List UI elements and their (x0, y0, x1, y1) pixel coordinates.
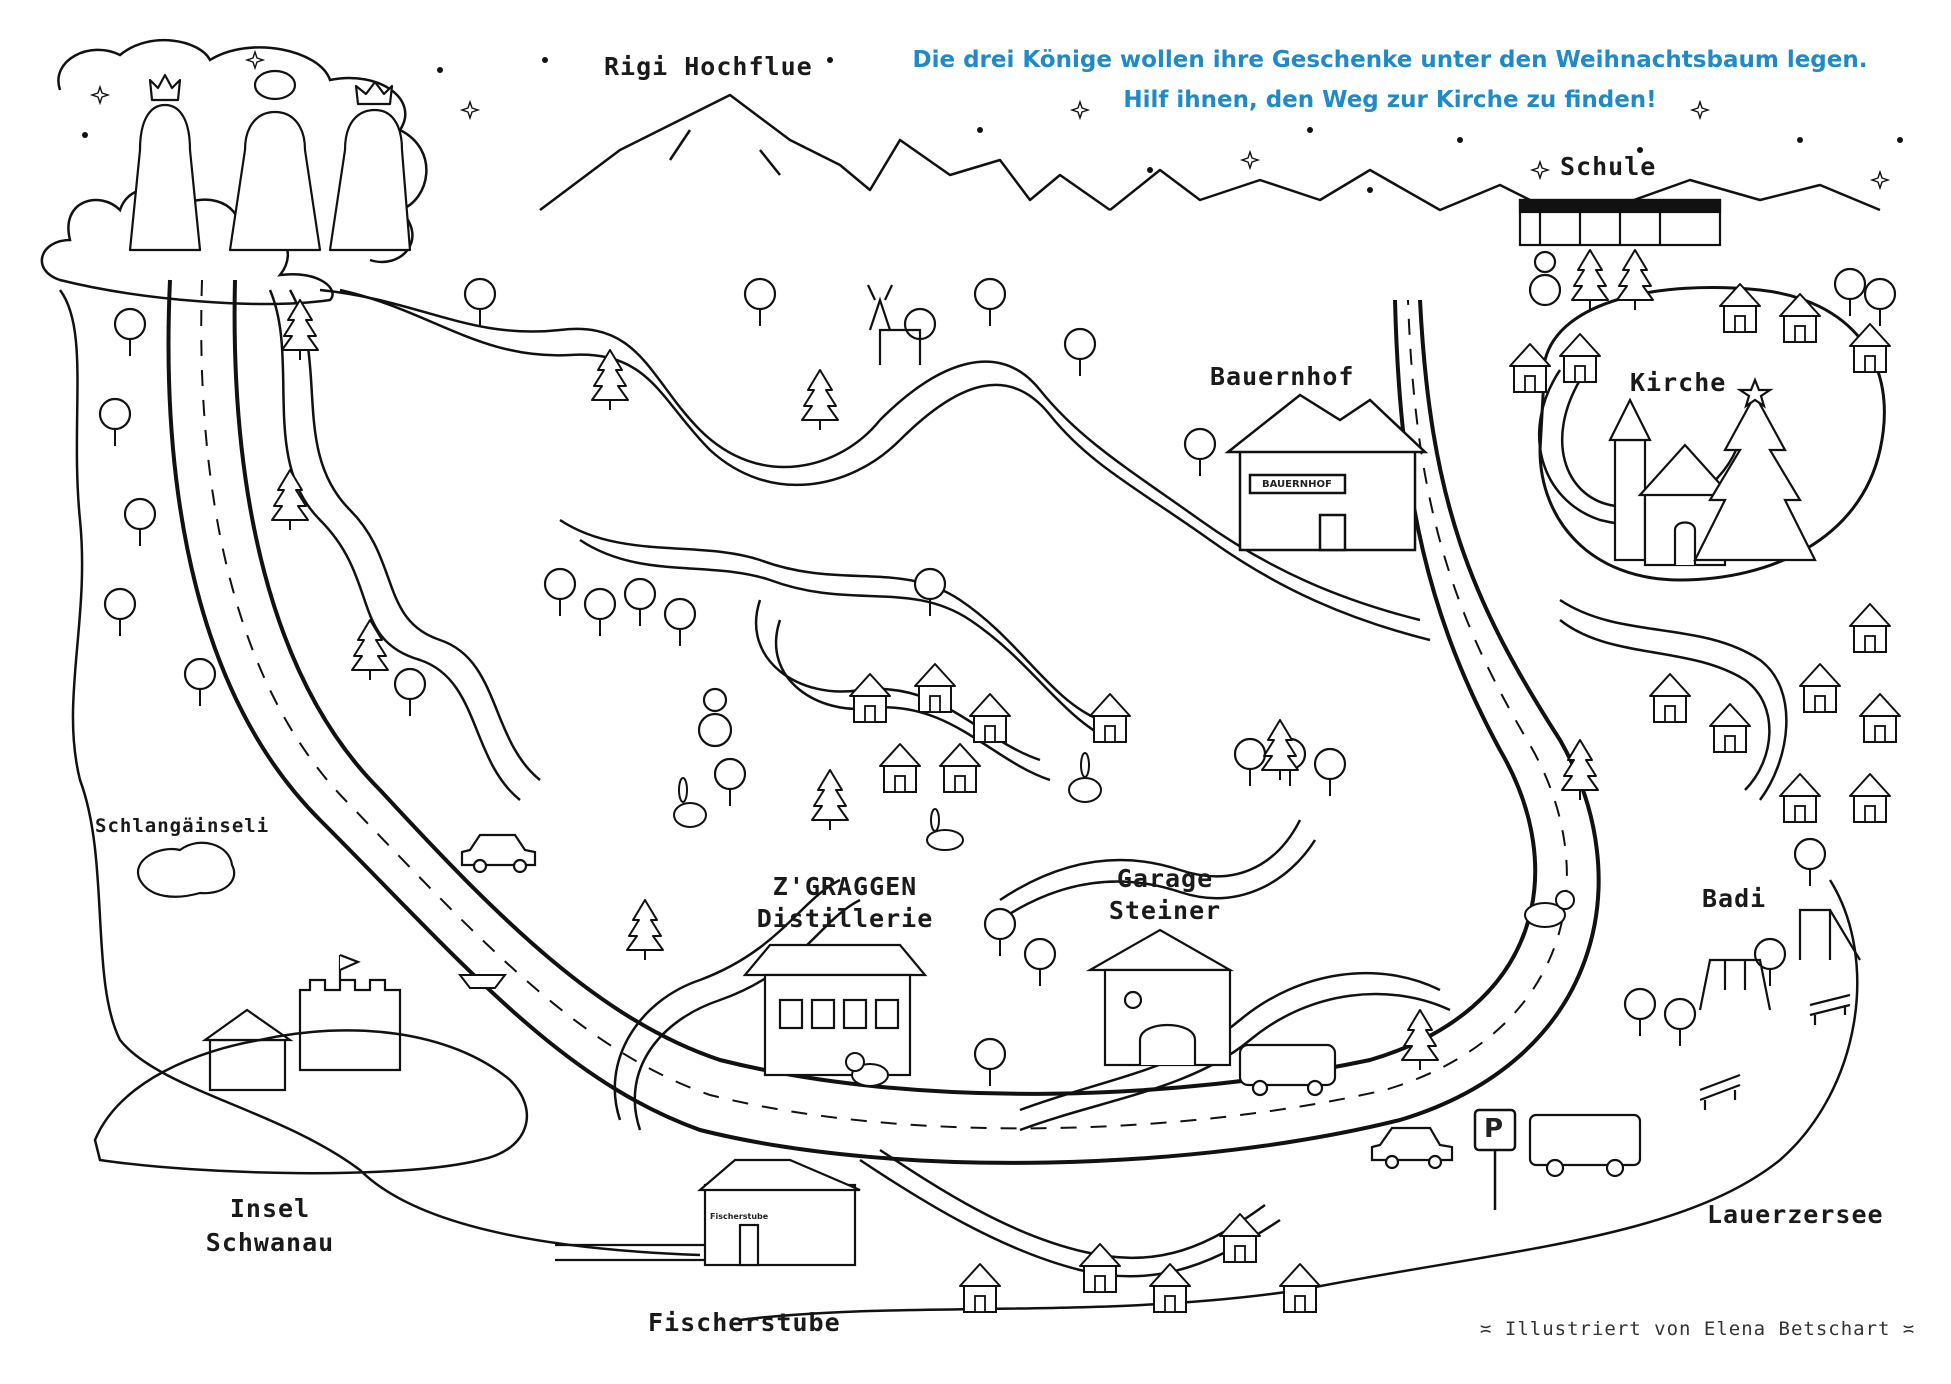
big-christmas-tree (1693, 377, 1817, 562)
label-badi: Badi (1702, 884, 1767, 913)
label-lauerzersee: Lauerzersee (1707, 1200, 1884, 1229)
farm-sign: BAUERNHOF (1262, 479, 1332, 490)
parking-sign-label: P (1484, 1114, 1504, 1144)
island-schwanau (93, 1029, 528, 1175)
label-distillery-1: Z'GRAGGEN (772, 872, 918, 901)
label-fischerstube: Fischerstube (648, 1308, 841, 1337)
label-insel-2: Schwanau (205, 1228, 335, 1257)
cat-icon (845, 890, 1575, 1087)
label-schule: Schule (1560, 152, 1657, 181)
farm-building (1224, 393, 1429, 552)
castle-icon (201, 953, 402, 1092)
boat-icon (457, 974, 508, 989)
slide-icon (1798, 908, 1861, 961)
label-rigi-hochflue: Rigi Hochflue (604, 52, 813, 81)
label-kirche: Kirche (1630, 368, 1727, 397)
garage-building (1085, 928, 1235, 1067)
three-kings-icon (128, 69, 412, 252)
bench-icon (1699, 993, 1851, 1110)
swing-icon (1698, 958, 1772, 1011)
label-garage-2: Steiner (1108, 896, 1222, 925)
instruction-line-2: Hilf ihnen, den Weg zur Kirche zu finden… (1123, 87, 1657, 113)
label-distillery-2: Distillerie (756, 904, 934, 933)
bus-icon (1238, 1043, 1642, 1178)
car-icon (460, 833, 1454, 1170)
instruction-text: Die drei Könige wollen ihre Geschenke un… (870, 40, 1910, 120)
church-ring (1538, 286, 1886, 582)
island-schlangaeinseli (136, 841, 236, 898)
main-road (166, 279, 1601, 1165)
deer-icon (867, 284, 922, 365)
label-schlangaeinseli: Schlangäinseli (95, 815, 270, 837)
label-garage-1: Garage (1116, 864, 1214, 893)
restaurant-building (555, 1158, 861, 1267)
maze-paths (268, 288, 1788, 1278)
credit-text: ≍ Illustriert von Elena Betschart ≍ (1480, 1318, 1916, 1340)
snowman-icon (697, 250, 1562, 748)
mountain-range (539, 93, 1881, 217)
rabbit-icon (673, 752, 1102, 851)
parking-sign (1473, 1108, 1517, 1210)
label-bauernhof: Bauernhof (1210, 362, 1355, 391)
label-insel-1: Insel (229, 1194, 311, 1223)
distillery-building (742, 943, 928, 1077)
instruction-line-1: Die drei Könige wollen ihre Geschenke un… (912, 47, 1868, 73)
christmas-tree-icon (271, 249, 1654, 1071)
restaurant-sign: Fischerstube (710, 1212, 769, 1221)
school-building (1518, 198, 1722, 247)
